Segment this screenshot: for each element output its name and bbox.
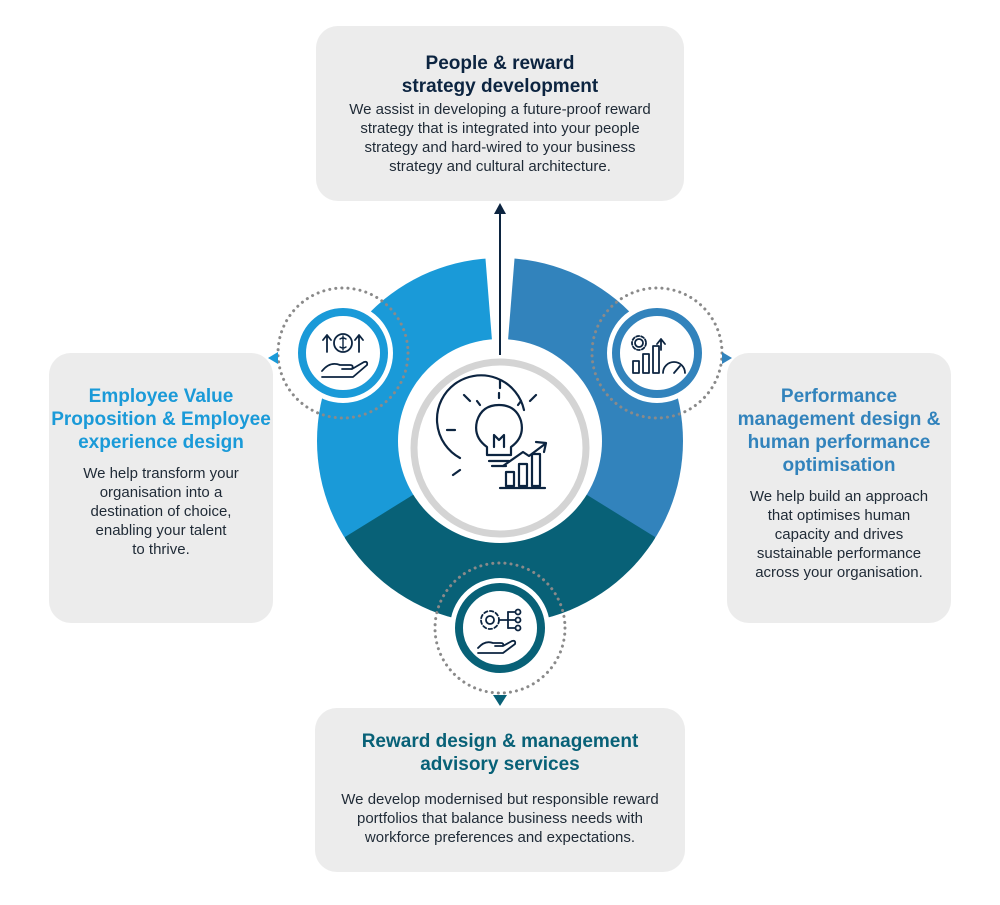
bottom-pointer bbox=[493, 695, 507, 706]
body-line: destination of choice, bbox=[90, 503, 232, 520]
body-line: strategy that is integrated into your pe… bbox=[360, 120, 640, 137]
box-employee-value-proposition: Employee Value Proposition & Employee ex… bbox=[49, 353, 273, 623]
title-line: human performance bbox=[747, 432, 931, 453]
title-line: optimisation bbox=[782, 455, 896, 476]
title-line: Performance bbox=[780, 386, 898, 407]
hand-dollar-growth-icon bbox=[321, 333, 369, 378]
hand-gear-network-icon bbox=[477, 608, 522, 654]
body-line: We help transform your bbox=[83, 465, 239, 482]
lightbulb-gear-growth-icon bbox=[435, 374, 548, 490]
title-line: advisory services bbox=[420, 754, 580, 775]
box-top-title: People & reward strategy development bbox=[316, 52, 684, 98]
top-arrow bbox=[494, 203, 506, 355]
body-line: We develop modernised but responsible re… bbox=[341, 791, 659, 808]
box-left-title: Employee Value Proposition & Employee ex… bbox=[49, 385, 273, 454]
gear-chart-gauge-icon bbox=[631, 335, 686, 374]
box-reward-design-advisory: Reward design & management advisory serv… bbox=[315, 708, 685, 872]
body-line: workforce preferences and expectations. bbox=[364, 829, 636, 846]
title-line: Reward design & management bbox=[361, 731, 639, 752]
right-pointer bbox=[722, 352, 732, 364]
body-line: that optimises human bbox=[767, 507, 911, 524]
box-performance-management: Performance management design & human pe… bbox=[727, 353, 951, 623]
body-line: capacity and drives bbox=[774, 526, 904, 543]
body-line: sustainable performance bbox=[756, 545, 922, 562]
box-top-body: We assist in developing a future-proof r… bbox=[316, 100, 684, 176]
body-line: strategy and hard-wired to your business bbox=[364, 139, 636, 156]
center-ring bbox=[410, 358, 590, 538]
title-line: strategy development bbox=[401, 76, 599, 97]
bottom-dotted-ring bbox=[433, 561, 567, 695]
body-line: enabling your talent bbox=[95, 522, 227, 539]
left-dotted-ring bbox=[276, 286, 410, 420]
box-right-title: Performance management design & human pe… bbox=[727, 385, 951, 477]
body-line: strategy and cultural architecture. bbox=[389, 158, 611, 175]
left-pointer bbox=[268, 352, 278, 364]
body-line: organisation into a bbox=[99, 484, 223, 501]
title-line: experience design bbox=[78, 432, 244, 453]
box-bottom-title: Reward design & management advisory serv… bbox=[315, 730, 685, 776]
right-icon-badge bbox=[607, 303, 707, 403]
box-left-body: We help transform your organisation into… bbox=[49, 464, 273, 559]
bottom-icon-badge bbox=[450, 578, 550, 678]
title-line: Employee Value bbox=[88, 386, 234, 407]
body-line: portfolios that balance business needs w… bbox=[356, 810, 643, 827]
body-line: We assist in developing a future-proof r… bbox=[349, 101, 651, 118]
left-icon-badge bbox=[293, 303, 393, 403]
body-line: across your organisation. bbox=[755, 564, 923, 581]
body-line: to thrive. bbox=[132, 541, 190, 558]
body-line: We help build an approach bbox=[749, 488, 929, 505]
box-bottom-body: We develop modernised but responsible re… bbox=[315, 790, 685, 847]
box-people-reward-strategy: People & reward strategy development We … bbox=[316, 26, 684, 201]
title-line: management design & bbox=[737, 409, 941, 430]
title-line: Proposition & Employee bbox=[51, 409, 271, 430]
title-line: People & reward bbox=[425, 53, 575, 74]
box-right-body: We help build an approach that optimises… bbox=[727, 487, 951, 582]
